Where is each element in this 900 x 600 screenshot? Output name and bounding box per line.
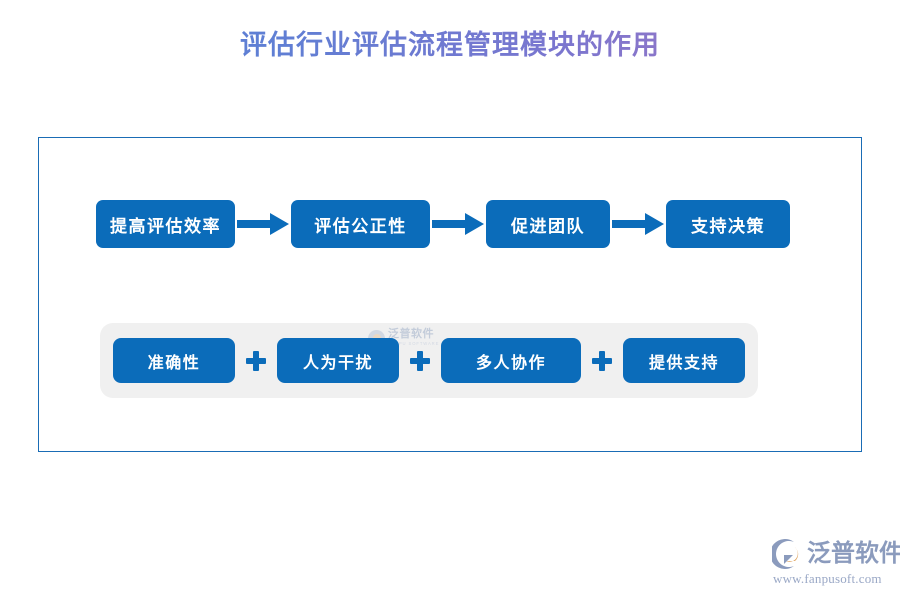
brand-url: www.fanpusoft.com <box>773 571 882 586</box>
benefits-chip-row: 准确性 人为干扰 多人协作 提供支持 <box>100 323 758 398</box>
plus-icon <box>581 350 623 372</box>
diagram-card: 提高评估效率 评估公正性 促进团队 支持决策 <box>38 137 862 452</box>
page-title: 评估行业评估流程管理模块的作用 <box>0 26 900 64</box>
process-flow-row: 提高评估效率 评估公正性 促进团队 支持决策 <box>96 200 822 248</box>
arrow-right-icon <box>430 212 486 236</box>
brand-logo-row: 泛普软件 <box>770 538 900 570</box>
flow-step-4[interactable]: 支持决策 <box>666 200 790 248</box>
arrow-right-icon <box>235 212 291 236</box>
fanpu-logo-icon <box>770 539 802 569</box>
benefits-panel: 泛普软件 FANPU SOFTWARE 准确性 人为干扰 多人协作 提供支持 <box>100 323 758 398</box>
flow-step-3[interactable]: 促进团队 <box>486 200 610 248</box>
brand-name-cn: 泛普软件 <box>807 540 900 567</box>
flow-step-2[interactable]: 评估公正性 <box>291 200 430 248</box>
benefit-chip-3[interactable]: 多人协作 <box>441 338 581 383</box>
benefit-chip-2[interactable]: 人为干扰 <box>277 338 399 383</box>
brand-logo: 泛普软件 www.fanpusoft.com <box>770 538 900 588</box>
benefit-chip-4[interactable]: 提供支持 <box>623 338 745 383</box>
flow-step-1[interactable]: 提高评估效率 <box>96 200 235 248</box>
arrow-right-icon <box>610 212 666 236</box>
benefit-chip-1[interactable]: 准确性 <box>113 338 235 383</box>
plus-icon <box>399 350 441 372</box>
plus-icon <box>235 350 277 372</box>
